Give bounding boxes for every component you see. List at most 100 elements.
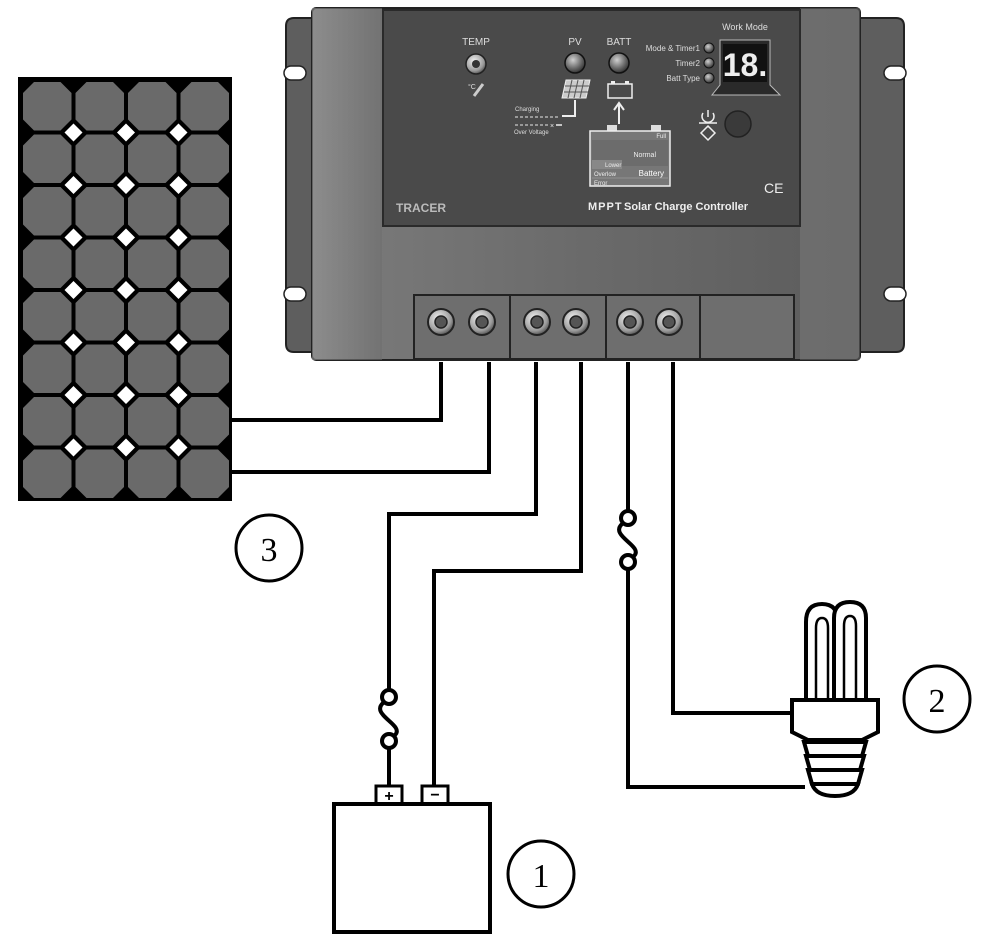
batt-label: BATT [607,37,632,48]
blank-terminal [699,294,795,360]
solar-cell [180,134,229,183]
seven-segment-display [723,44,767,82]
load-return-wire [671,362,795,715]
solar-panel-icon [561,79,591,99]
solar-cell-gap [64,123,83,142]
lamp-screw-ring [803,754,867,772]
solar-cell [128,134,177,183]
terminal-screw [562,308,590,336]
solar-cell-gap [169,228,188,247]
solar-cell [75,344,124,393]
solar-cell-gaps [64,123,188,457]
solar-cell [128,82,177,131]
battery-lower-label: Lower [605,163,621,169]
work-mode-led [703,57,715,69]
solar-cell [75,292,124,341]
lamp-base [790,698,880,742]
solar-cell [23,292,72,341]
controller-side-highlight [800,8,860,360]
right-mounting-flange [857,17,905,353]
pv-label: PV [568,37,582,48]
wires [232,362,805,789]
terminal-block [413,294,795,360]
pv-flow-arrow [562,100,576,117]
battery-positive-wire-upper [387,362,538,690]
battery-panel-title: Battery [639,169,664,178]
solar-cell [128,397,177,446]
cfl-lamp [790,599,880,799]
solar-cell [75,397,124,446]
pv-led [564,52,586,74]
over-voltage-x-icon: × [550,123,554,130]
solar-cell [23,449,72,498]
work-mode-led [703,72,715,84]
solar-cell [23,397,72,446]
solar-cell [180,187,229,236]
solar-cell-gap [117,333,135,352]
solar-cell [75,134,124,183]
solar-cells [23,82,229,498]
lamp-number: 2 [929,683,946,720]
temp-unit: °C [468,83,476,91]
solar-cell [75,449,124,498]
solar-cell-gap [64,228,83,247]
solar-cell-gap [117,438,135,457]
solar-cell-gap [169,333,188,352]
solar-cell-gap [117,386,135,404]
battery-plus-sign: + [384,788,393,805]
work-mode-title: Work Mode [722,22,768,32]
battery-error-label: Error [594,181,607,187]
terminal-screw [655,308,683,336]
solar-cell [128,449,177,498]
lamp-tube-inner [842,614,858,700]
solar-cell-gap [117,228,135,247]
batt-flow-arrow-icon [613,101,625,124]
battery-overlow-label: Overlow [594,172,617,178]
pv-negative-wire [232,362,491,474]
product-name: Solar Charge Controller [624,201,749,213]
terminal-screw [468,308,496,336]
solar-cell [23,187,72,236]
solar-cell-gap [169,386,188,404]
mode-button[interactable] [724,110,752,138]
battery-normal-label: Normal [633,152,656,159]
mount-slot-icon [883,286,907,302]
solar-panel-callout [234,513,304,583]
solar-panel [18,77,232,501]
solar-cell-gap [64,176,83,194]
terminal-screw [616,308,644,336]
power-icon [699,110,717,142]
charging-label: Charging [515,107,539,113]
mount-slot-icon [283,286,307,302]
solar-cell [128,239,177,288]
solar-cell [128,292,177,341]
lamp-screw-ring [801,740,869,758]
solar-panel-number: 3 [261,532,278,569]
over-voltage-label: Over Voltage [514,130,549,136]
solar-cell [128,187,177,236]
battery-full-label: Full [656,134,666,140]
terminal-screw [523,308,551,336]
solar-cell-gap [169,176,188,194]
solar-cell [23,344,72,393]
controller-side-highlight [312,8,382,360]
batt-led [608,52,630,74]
pv-positive-wire [232,362,443,422]
solar-cell [75,82,124,131]
display-value: 18. [723,47,767,83]
solar-cell [180,449,229,498]
temp-sensor-hole [472,60,480,68]
lamp-screw-ring [805,768,865,786]
mount-slot-icon [283,65,307,81]
solar-cell-gap [64,333,83,352]
lamp-contact [809,782,861,799]
battery-fuse [378,688,399,750]
solar-cell [128,344,177,393]
solar-cell-gap [117,123,135,142]
temp-label: TEMP [462,37,490,48]
lamp-callout [902,664,972,734]
brand-label: TRACER [396,201,446,215]
solar-cell [180,292,229,341]
